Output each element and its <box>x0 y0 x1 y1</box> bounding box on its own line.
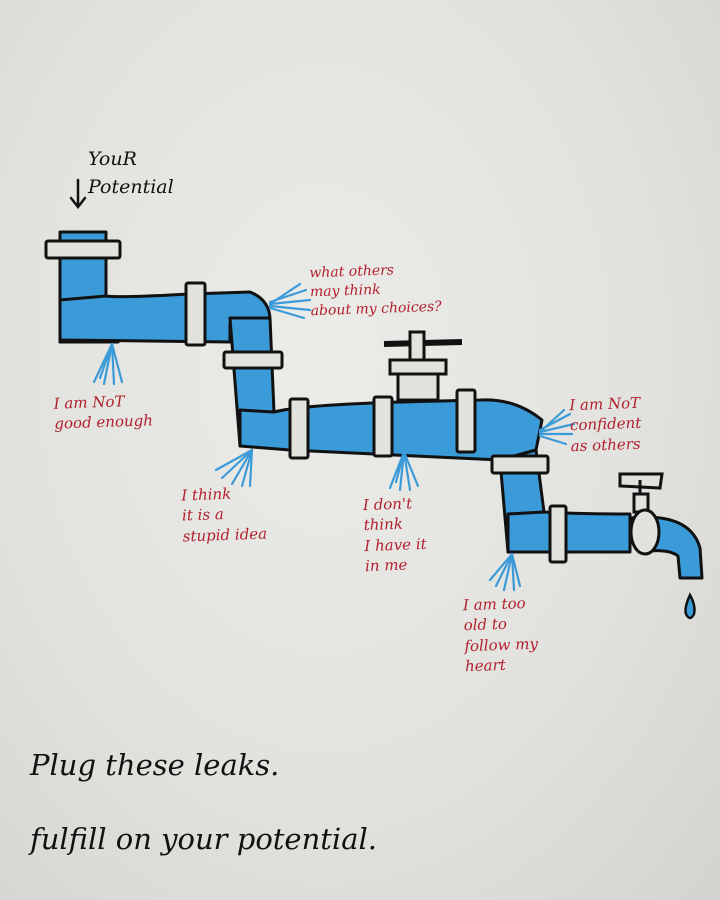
leak-label-too-old: I am too old to follow my heart <box>462 594 539 676</box>
leak-label-stupid-idea: I think it is a stupid idea <box>181 484 268 545</box>
pipe-fittings <box>44 239 568 564</box>
coupling-6 <box>490 454 550 475</box>
caption-plug-leaks: Plug these leaks. <box>30 748 280 782</box>
leak-label-others-think: what others may think about my choices? <box>309 262 442 320</box>
leak-spray-6 <box>488 552 522 592</box>
potential-label-line1: YouR <box>88 148 137 170</box>
leak-label-not-good-enough: I am NoT good enough <box>53 392 154 433</box>
coupling-2 <box>222 350 284 370</box>
caption-fulfill-potential: fulfill on your potential. <box>30 822 377 856</box>
water-drop-icon <box>684 592 696 620</box>
down-arrow-icon <box>69 178 87 210</box>
faucet-icon <box>618 472 664 556</box>
faucet-arm-pipe <box>506 510 632 554</box>
coupling-4 <box>372 395 394 458</box>
potential-label-line2: Potential <box>88 175 174 198</box>
leak-label-not-confident: I am NoT confident as others <box>568 393 642 455</box>
coupling-7 <box>548 504 568 564</box>
coupling-5 <box>455 388 477 454</box>
leak-spray-1 <box>92 342 124 386</box>
leak-spray-5 <box>538 408 576 446</box>
inlet-collar <box>44 239 122 260</box>
valve-handle-icon <box>383 330 463 402</box>
leak-spray-2 <box>268 282 312 320</box>
coupling-3 <box>288 397 310 460</box>
potential-label: YouR Potential <box>68 146 174 201</box>
leak-spray-4 <box>388 450 420 492</box>
coupling-1 <box>184 281 207 347</box>
leak-spray-3 <box>214 448 254 488</box>
leak-spray-icon <box>92 282 576 592</box>
leak-label-dont-have-it: I don't think I have it in me <box>362 494 427 575</box>
